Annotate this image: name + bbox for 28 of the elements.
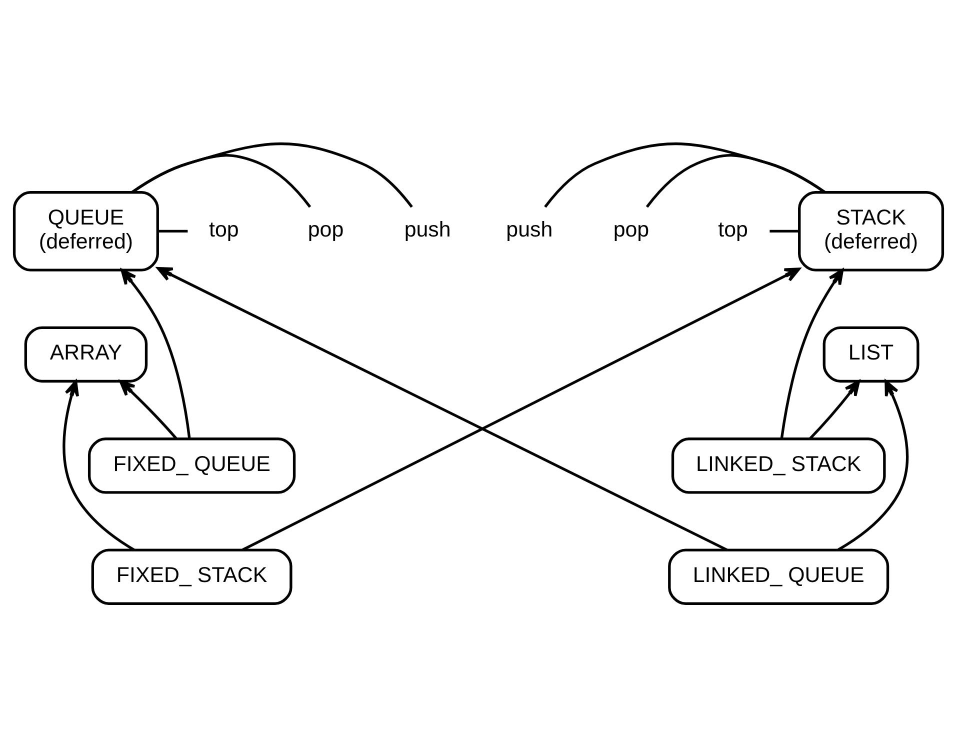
- node-text: top: [718, 217, 748, 242]
- node-box: QUEUE (deferred): [12, 191, 159, 272]
- node-text: top: [209, 217, 239, 242]
- connector: [131, 142, 413, 208]
- node-text: pop: [613, 217, 650, 242]
- arrow: [838, 380, 909, 551]
- connector: [158, 230, 188, 233]
- node-box: FIXED_ QUEUE: [88, 438, 296, 494]
- connector: [646, 154, 826, 208]
- arrow: [156, 266, 728, 552]
- arrow: [242, 268, 800, 552]
- arrow: [808, 380, 860, 440]
- node-box: LIST: [822, 326, 920, 383]
- arrow: [119, 380, 178, 440]
- node-text: pop: [308, 217, 344, 242]
- node-box: STACK (deferred): [798, 191, 944, 272]
- connector: [770, 230, 799, 233]
- connector: [544, 142, 826, 208]
- node-text: push: [506, 217, 553, 242]
- node-box: ARRAY: [24, 326, 148, 383]
- node-box: FIXED_ STACK: [91, 548, 292, 605]
- arrow: [120, 268, 191, 439]
- arrow: [780, 268, 844, 439]
- node-box: LINKED_ STACK: [671, 438, 886, 494]
- arrow: [62, 380, 135, 551]
- connector: [131, 154, 312, 208]
- node-box: LINKED_ QUEUE: [668, 548, 890, 605]
- node-text: push: [404, 217, 451, 242]
